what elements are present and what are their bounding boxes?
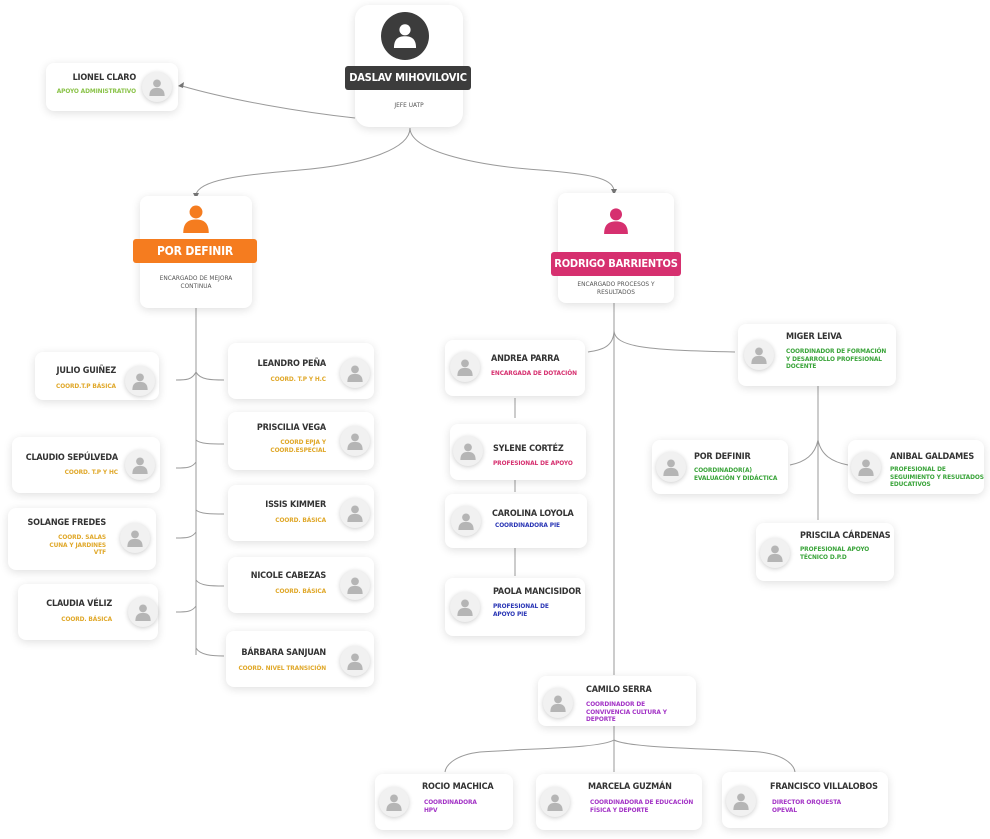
person-avatar	[726, 786, 756, 816]
person-name: POR DEFINIR	[694, 452, 751, 462]
top-avatar	[381, 12, 429, 60]
person-role: COORD. T.P Y H.C	[270, 375, 327, 383]
user-icon	[347, 365, 363, 382]
user-icon	[858, 459, 874, 476]
person-role: PROFESIONAL DE APOYO	[493, 459, 573, 467]
person-name: CAMILO SERRA	[586, 685, 652, 695]
person-role: COORD. T.P Y HC	[64, 468, 118, 476]
user-icon	[132, 457, 148, 474]
left-head-name: POR DEFINIR	[133, 239, 257, 263]
person-avatar	[453, 436, 483, 466]
person-role: PROFESIONAL APOYO TÉCNICO D.P.D	[800, 545, 870, 561]
person-role: COORDINADORA PIE	[495, 521, 560, 529]
person-name: MARCELA GUZMÁN	[588, 782, 672, 792]
person-role: COORD. BÁSICA	[275, 516, 326, 524]
person-role: COORD.T.P BÁSICA	[56, 382, 116, 390]
user-icon	[127, 530, 143, 547]
person-role: COORD. NIVEL TRANSICIÓN	[238, 664, 326, 672]
person-avatar	[543, 688, 573, 718]
person-name: SYLENE CORTÉZ	[493, 444, 564, 454]
person-avatar	[760, 538, 790, 568]
top-role: JEFE UATP	[394, 101, 424, 109]
right-head-name: RODRIGO BARRIENTOS	[551, 252, 681, 276]
person-role: DIRECTOR ORQUESTA OPEVAL	[772, 798, 842, 814]
user-icon	[347, 433, 363, 450]
user-icon	[767, 545, 783, 562]
person-name: PRISCILA CÁRDENAS	[800, 531, 891, 541]
left-head-role: ENCARGADO DE MEJORA CONTINUA	[159, 274, 233, 290]
assistant-name: LIONEL CLARO	[72, 73, 137, 83]
user-icon	[547, 794, 563, 811]
person-avatar	[340, 358, 370, 388]
person-role: COORDINADOR DE CONVIVENCIA CULTURA Y DEP…	[586, 700, 667, 723]
person-name: CAROLINA LOYOLA	[492, 509, 574, 519]
person-avatar	[340, 498, 370, 528]
person-name: ROCIO MACHICA	[422, 782, 494, 792]
person-name: JULIO GUIÑEZ	[56, 366, 117, 376]
person-avatar	[451, 506, 481, 536]
person-role: COORDINADOR DE FORMACIÓN Y DESARROLLO PR…	[786, 347, 887, 370]
person-name: CLAUDIO SEPÚLVEDA	[25, 453, 118, 463]
person-avatar	[450, 352, 480, 382]
user-icon	[149, 79, 165, 96]
user-icon	[550, 695, 566, 712]
person-avatar	[340, 646, 370, 676]
person-role: COORD. BÁSICA	[61, 615, 112, 623]
person-name: PAOLA MANCISIDOR	[493, 587, 582, 597]
user-icon	[458, 513, 474, 530]
person-avatar	[851, 452, 881, 482]
user-icon	[457, 359, 473, 376]
person-avatar	[744, 340, 774, 370]
user-icon	[132, 373, 148, 390]
person-name: ANIBAL GALDAMES	[890, 452, 974, 462]
person-role: PROFESIONAL DE APOYO PIE	[493, 602, 549, 618]
user-icon	[347, 505, 363, 522]
person-name: MIGER LEIVA	[786, 332, 842, 342]
person-name: ANDREA PARRA	[491, 354, 560, 364]
person-avatar	[540, 787, 570, 817]
person-name: PRISCILIA VEGA	[256, 423, 326, 433]
user-icon	[347, 577, 363, 594]
person-role: ENCARGADA DE DOTACIÓN	[491, 369, 577, 377]
person-avatar	[340, 570, 370, 600]
person-role: COORDINADORA DE EDUCACIÓN FÍSICA Y DEPOR…	[590, 798, 694, 814]
person-name: ISSIS KIMMER	[265, 500, 326, 510]
person-name: BÁRBARA SANJUAN	[241, 648, 326, 658]
user-icon	[393, 24, 417, 48]
user-icon	[347, 653, 363, 670]
user-icon	[663, 459, 679, 476]
person-avatar	[656, 452, 686, 482]
person-name: CLAUDIA VÉLIZ	[46, 599, 112, 609]
user-icon	[457, 599, 473, 616]
person-role: COORD EPJA Y COORD.ESPECIAL	[270, 438, 326, 454]
person-avatar	[125, 450, 155, 480]
person-name: SOLANGE FREDES	[27, 518, 107, 528]
person-avatar	[379, 787, 409, 817]
assistant-avatar	[142, 72, 172, 102]
person-name: NICOLE CABEZAS	[250, 571, 326, 581]
person-avatar	[125, 366, 155, 396]
person-role: COORD. BÁSICA	[275, 587, 326, 595]
user-icon	[460, 443, 476, 460]
assistant-role: APOYO ADMINISTRATIVO	[56, 87, 136, 95]
user-icon	[386, 794, 402, 811]
person-avatar	[340, 426, 370, 456]
person-name: LEANDRO PEÑA	[257, 359, 326, 369]
person-avatar	[128, 597, 158, 627]
right-head-role: ENCARGADO PROCESOS Y RESULTADOS	[577, 280, 655, 296]
user-icon	[751, 347, 767, 364]
user-icon	[135, 604, 151, 621]
top-name: DASLAV MIHOVILOVIC	[345, 66, 471, 90]
person-avatar	[120, 523, 150, 553]
user-icon	[604, 208, 628, 234]
person-role: PROFESIONAL DE SEGUIMIENTO Y RESULTADOS …	[890, 465, 984, 488]
person-name: FRANCISCO VILLALOBOS	[770, 782, 878, 792]
person-role: COORDINADOR(A) EVALUACIÓN Y DIDÁCTICA	[694, 466, 778, 482]
user-icon	[733, 793, 749, 810]
person-role: COORDINADORA HPV	[424, 798, 477, 814]
person-avatar	[450, 592, 480, 622]
user-icon	[183, 205, 209, 233]
person-role: COORD. SALAS CUNA Y JARDINES VTF	[49, 533, 106, 556]
